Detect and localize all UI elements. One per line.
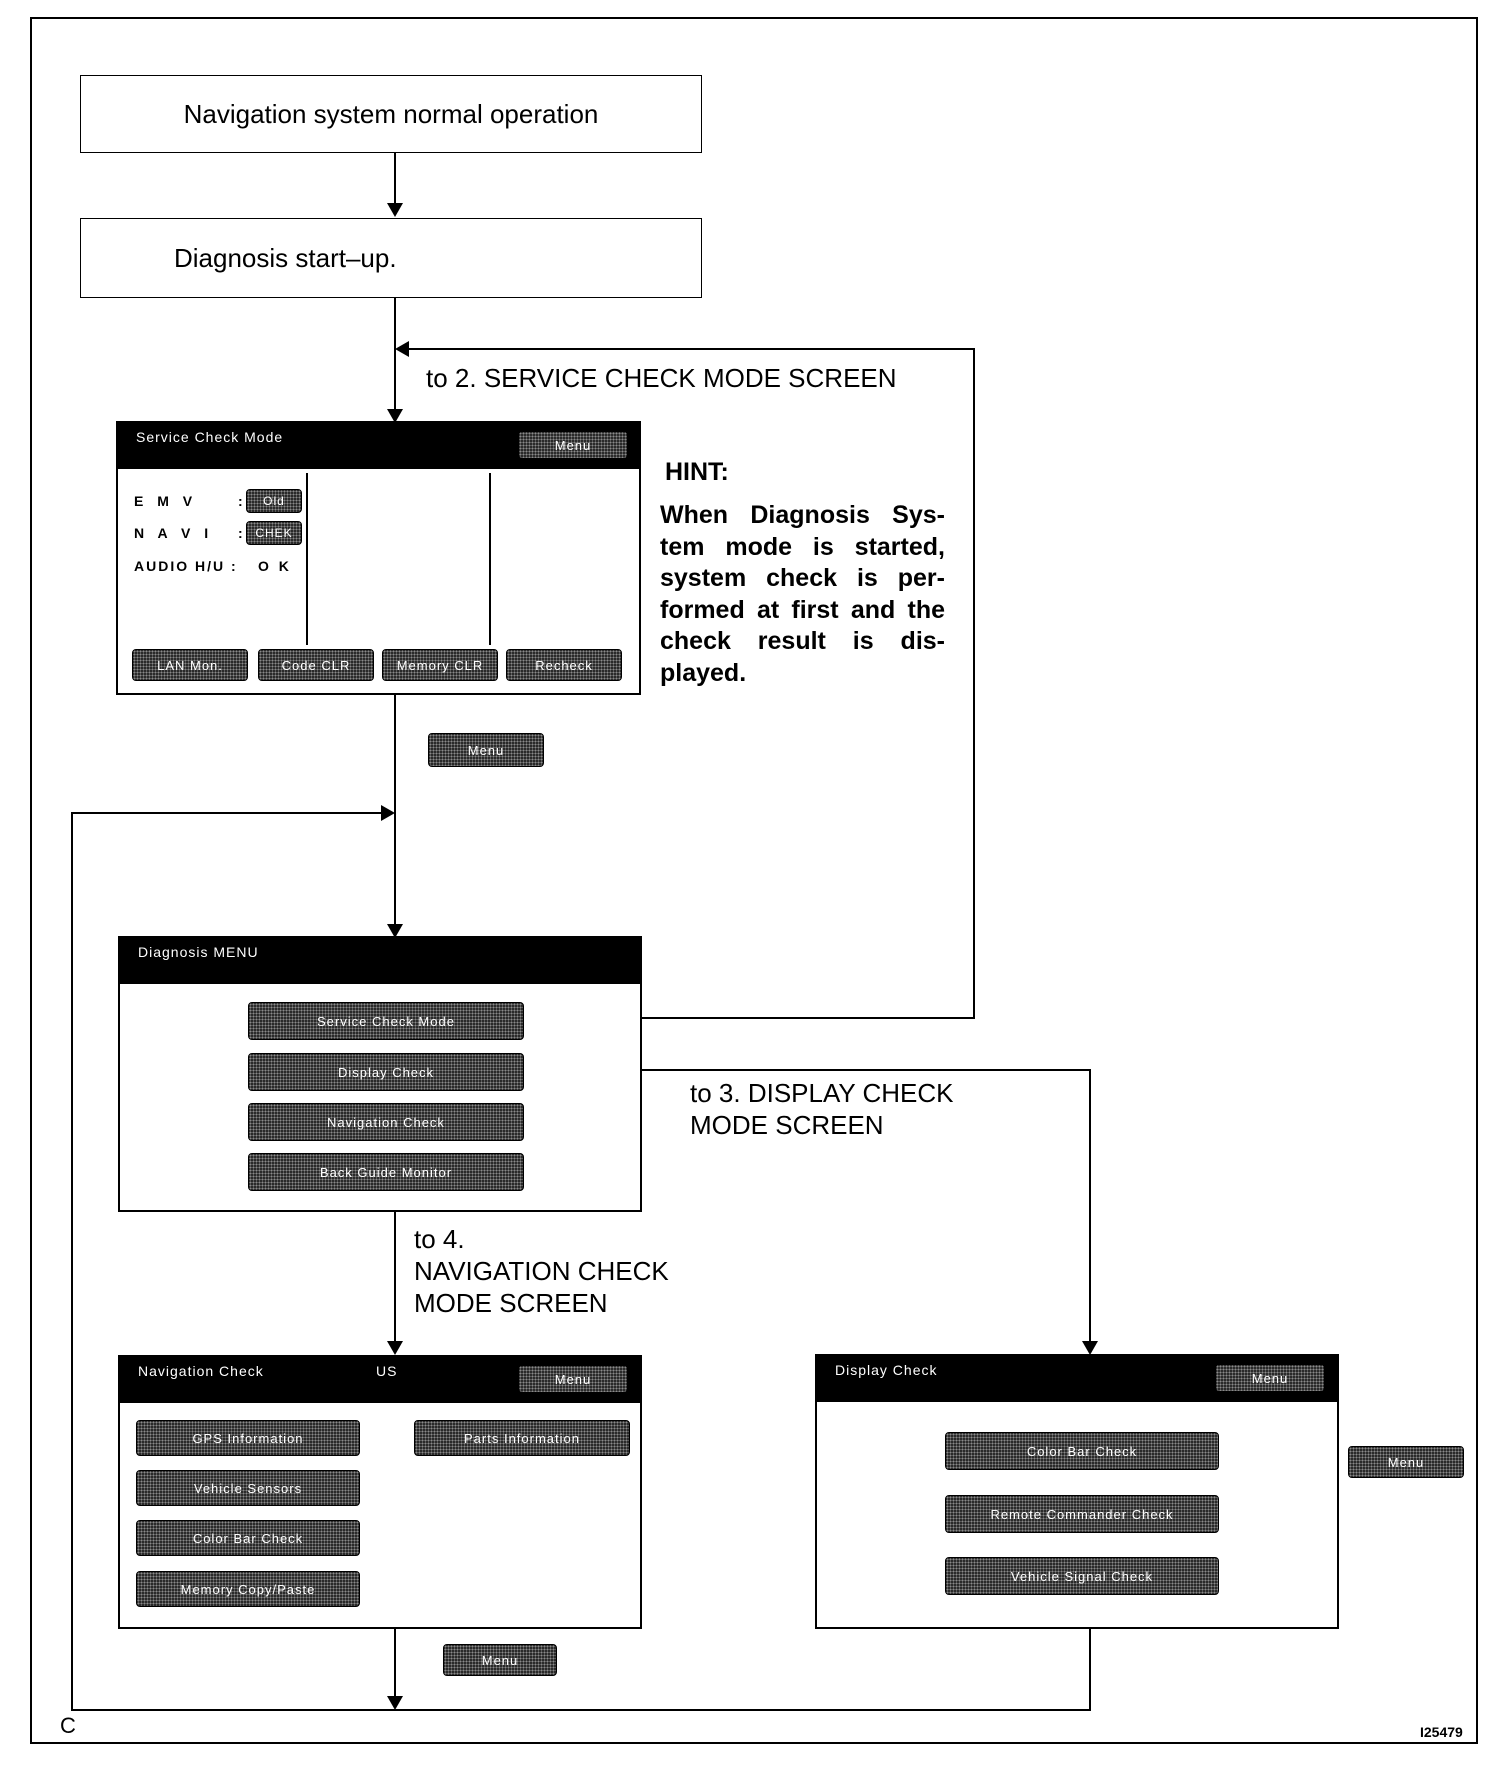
service-divider-left	[306, 473, 308, 645]
hint-line: played.	[660, 658, 747, 687]
hint-line: system check is per-	[660, 564, 945, 592]
emv-status-button[interactable]: Old	[246, 489, 302, 513]
label-to-navigation-check: to 4. NAVIGATION CHECK MODE SCREEN	[414, 1223, 669, 1319]
loop-service-check	[395, 341, 975, 1019]
menu-button-display-to-diag[interactable]: Menu	[1348, 1446, 1464, 1478]
step-normal-operation-label: Navigation system normal operation	[183, 98, 599, 129]
hint-body: When Diagnosis Sys- tem mode is started,…	[660, 500, 945, 689]
navi-label: N A V I	[134, 525, 214, 541]
navigation-region: US	[376, 1363, 398, 1379]
line-display-check	[520, 1069, 1098, 1355]
menu-button-service-to-diag[interactable]: Menu	[428, 733, 544, 767]
hint-line: formed at first and the	[660, 595, 945, 624]
label-to-display-check-line: to 3. DISPLAY CHECK	[690, 1078, 954, 1108]
label-to-navigation-check-line: MODE SCREEN	[414, 1288, 608, 1318]
service-divider-right	[489, 473, 491, 645]
hint-line: check result is dis-	[660, 627, 945, 655]
parts-information-button[interactable]: Parts Information	[414, 1420, 630, 1456]
service-check-mode-button[interactable]: Service Check Mode	[248, 1002, 524, 1040]
vehicle-signal-check-button[interactable]: Vehicle Signal Check	[945, 1557, 1219, 1595]
navi-separator: :	[238, 525, 248, 541]
nav-color-bar-check-button[interactable]: Color Bar Check	[136, 1520, 360, 1556]
emv-label: E M V	[134, 493, 198, 509]
memory-clr-button[interactable]: Memory CLR	[382, 649, 498, 681]
display-check-title: Display Check	[835, 1362, 938, 1378]
display-color-bar-check-button[interactable]: Color Bar Check	[945, 1432, 1219, 1470]
navigation-check-title: Navigation Check	[138, 1363, 264, 1379]
hint-line: tem mode is started,	[660, 532, 945, 561]
corner-letter: C	[60, 1713, 76, 1738]
lan-mon-button[interactable]: LAN Mon.	[132, 649, 248, 681]
label-to-display-check: to 3. DISPLAY CHECK MODE SCREEN	[690, 1077, 953, 1141]
step-diagnosis-startup: Diagnosis start–up.	[80, 218, 702, 298]
display-menu-button[interactable]: Menu	[1215, 1364, 1325, 1392]
display-check-screen: Display Check Menu Color Bar Check Remot…	[815, 1354, 1339, 1629]
menu-button-nav-to-diag[interactable]: Menu	[443, 1644, 557, 1676]
nav-menu-button[interactable]: Menu	[518, 1365, 628, 1393]
figure-border	[30, 17, 1478, 1744]
audio-hu-label: AUDIO H/U :	[134, 558, 238, 574]
remote-commander-check-button[interactable]: Remote Commander Check	[945, 1495, 1219, 1533]
gps-information-button[interactable]: GPS Information	[136, 1420, 360, 1456]
line-display-return	[395, 1628, 1091, 1711]
vehicle-sensors-button[interactable]: Vehicle Sensors	[136, 1470, 360, 1506]
diagnosis-menu-screen: Diagnosis MENU Service Check Mode Displa…	[118, 936, 642, 1212]
emv-separator: :	[238, 493, 248, 509]
service-check-title: Service Check Mode	[136, 429, 284, 445]
navigation-check-button[interactable]: Navigation Check	[248, 1103, 524, 1141]
memory-copy-paste-button[interactable]: Memory Copy/Paste	[136, 1571, 360, 1607]
diagnosis-menu-title: Diagnosis MENU	[138, 944, 259, 960]
step-diagnosis-startup-label: Diagnosis start–up.	[174, 242, 397, 273]
hint-line: When Diagnosis Sys-	[660, 501, 945, 529]
label-to-navigation-check-line: to 4.	[414, 1224, 465, 1254]
label-to-navigation-check-line: NAVIGATION CHECK	[414, 1256, 669, 1286]
diagnosis-menu-titlebar: Diagnosis MENU	[120, 938, 640, 984]
figure-id: I25479	[1420, 1724, 1463, 1740]
recheck-button[interactable]: Recheck	[506, 649, 622, 681]
hint-title: HINT:	[665, 458, 729, 486]
service-check-screen: Service Check Mode Menu E M V : Old N A …	[116, 421, 641, 695]
loop-return-menu	[71, 805, 395, 1711]
label-to-display-check-line: MODE SCREEN	[690, 1110, 884, 1140]
navigation-check-screen: Navigation Check US Menu GPS Information…	[118, 1355, 642, 1629]
service-menu-button[interactable]: Menu	[518, 431, 628, 459]
label-to-service-check: to 2. SERVICE CHECK MODE SCREEN	[426, 363, 897, 393]
code-clr-button[interactable]: Code CLR	[258, 649, 374, 681]
navi-status-button[interactable]: CHEK	[246, 521, 302, 545]
audio-hu-value: O K	[258, 558, 292, 574]
step-normal-operation: Navigation system normal operation	[80, 75, 702, 153]
display-check-button[interactable]: Display Check	[248, 1053, 524, 1091]
back-guide-monitor-button[interactable]: Back Guide Monitor	[248, 1153, 524, 1191]
